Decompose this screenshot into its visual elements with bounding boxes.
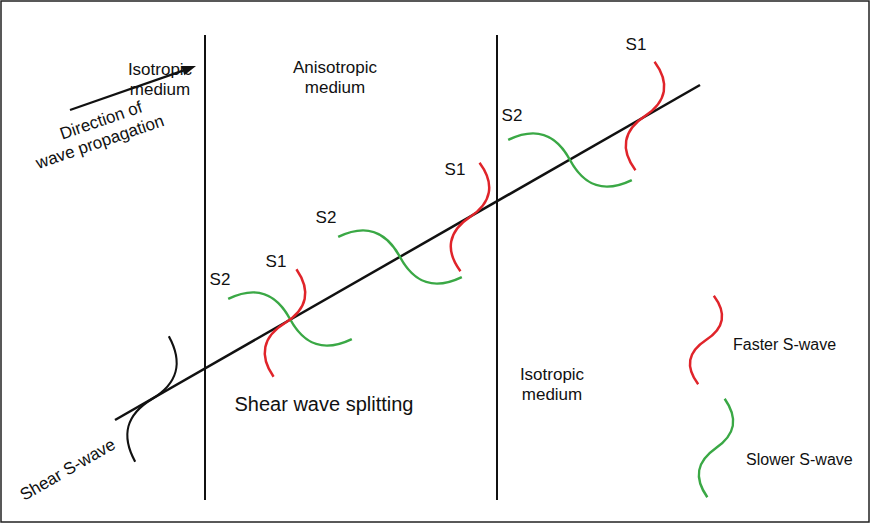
legend-sample (686, 294, 725, 387)
fast-wave (260, 266, 311, 380)
slow-wave (503, 125, 636, 195)
wave-label: S2 (207, 270, 233, 290)
wave-label: S1 (263, 252, 289, 272)
legend-text: Faster S-wave (733, 336, 836, 353)
fast-wave (621, 59, 668, 172)
medium-label: Isotropic medium (507, 365, 597, 406)
wave-label: S2 (499, 106, 525, 126)
wave-label: Shear S-wave (2, 426, 133, 514)
wave-label: S2 (313, 208, 339, 228)
legend-sample (695, 397, 737, 500)
direction-label: Direction of wave propagation (24, 91, 170, 175)
wave-label: S1 (442, 160, 468, 180)
shear-wave (120, 332, 184, 466)
legend-item: Slower S-wave (746, 450, 853, 469)
boundary-line (204, 35, 206, 500)
caption-label: Shear wave splitting (224, 392, 424, 416)
medium-label: Isotropic medium (118, 60, 203, 101)
ray-path (115, 85, 700, 420)
wave-label: S1 (623, 35, 649, 55)
medium-label: Anisotropic medium (275, 58, 395, 99)
slow-wave (333, 222, 466, 292)
legend-item: Faster S-wave (733, 335, 836, 354)
boundary-line (496, 35, 498, 500)
legend-text: Slower S-wave (746, 451, 853, 468)
